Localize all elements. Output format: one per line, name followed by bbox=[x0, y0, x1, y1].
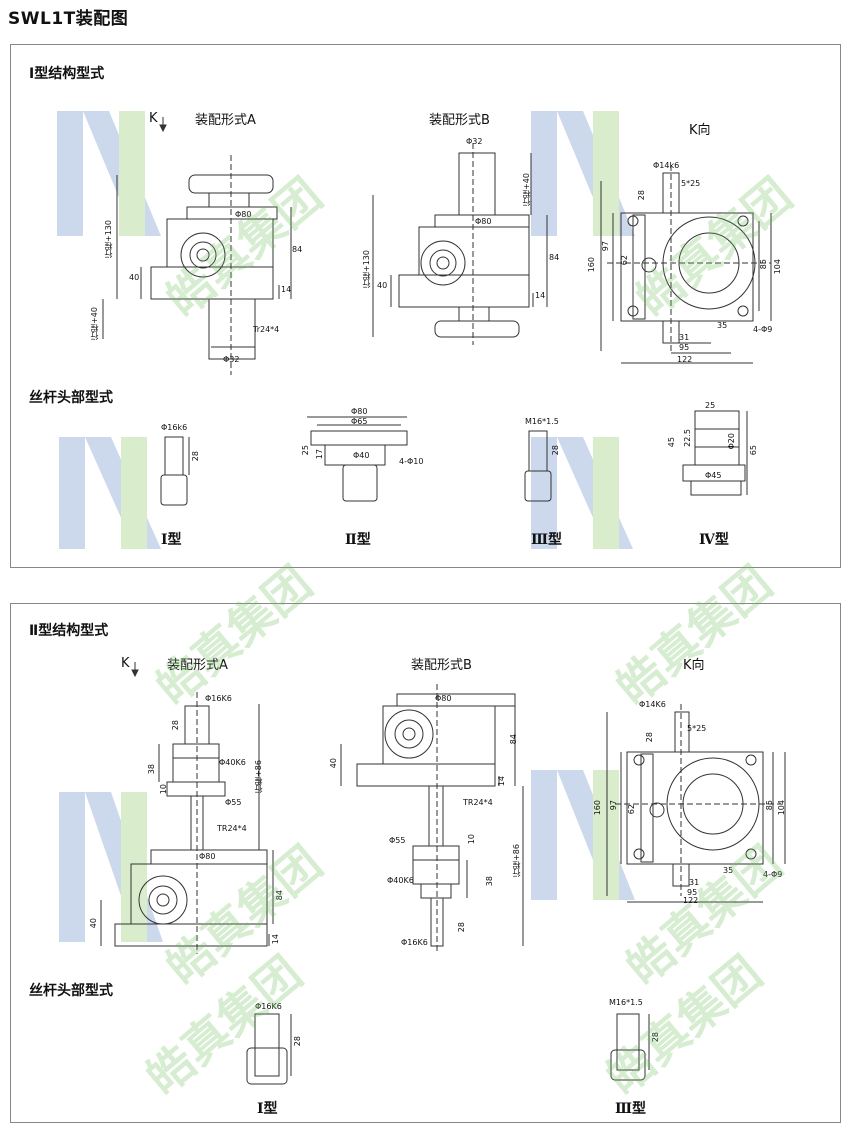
type1-b-dim-phi32: Φ32 bbox=[466, 137, 483, 146]
type2-head3-label: Ⅲ型 bbox=[615, 1101, 647, 1117]
type1-head4-dim-phi45: Φ45 bbox=[705, 471, 722, 480]
type1-head2-dim-4phi10: 4-Φ10 bbox=[399, 457, 424, 466]
type1-b-dim-84: 84 bbox=[549, 253, 560, 262]
type1-screw-title: 丝杆头部型式 bbox=[29, 390, 113, 406]
type1-head2-dim-phi80: Φ80 bbox=[351, 407, 368, 416]
type2-view-b-drawing bbox=[340, 684, 524, 954]
type1-section-title: Ⅰ型结构型式 bbox=[29, 66, 105, 82]
type2-b-dim-phi55: Φ55 bbox=[389, 836, 406, 845]
type1-view-a-drawing bbox=[102, 117, 292, 375]
type1-head3-label: Ⅲ型 bbox=[531, 532, 563, 548]
type2-k-dim-35: 35 bbox=[723, 866, 734, 875]
type1-k-dim-95: 95 bbox=[679, 343, 690, 352]
type2-head1-dim-28: 28 bbox=[293, 1036, 302, 1047]
type1-a-dim-14: 14 bbox=[281, 285, 292, 294]
type2-k-dim-5x25: 5*25 bbox=[687, 724, 707, 733]
type1-head4-dim-65: 65 bbox=[749, 445, 758, 456]
type1-k-dim-35: 35 bbox=[717, 321, 728, 330]
type1-panel: Ⅰ型结构型式 丝杆头部型式 K 装配形式A bbox=[10, 44, 841, 568]
type2-k-view-drawing bbox=[606, 704, 786, 903]
type1-head3-dim-m16: M16*1.5 bbox=[525, 417, 559, 426]
type2-heads-drawing bbox=[246, 1013, 650, 1085]
type2-a-dim-phi55: Φ55 bbox=[225, 798, 242, 807]
type1-k-arrow-label: K bbox=[149, 111, 158, 126]
type1-k-dim-4phi9: 4-Φ9 bbox=[753, 325, 773, 334]
type2-head3-dim-m16: M16*1.5 bbox=[609, 998, 643, 1007]
type1-head1-label: Ⅰ型 bbox=[161, 532, 182, 548]
type2-b-dim-phi16: Φ16K6 bbox=[401, 938, 428, 947]
type2-section-title: Ⅱ型结构型式 bbox=[29, 623, 109, 639]
type1-view-b-label: 装配形式B bbox=[429, 113, 490, 128]
type1-k-dim-31: 31 bbox=[679, 333, 690, 342]
type1-head4-dim-22p5: 22.5 bbox=[683, 429, 692, 447]
type1-head4-dim-phi20: Φ20 bbox=[727, 433, 736, 450]
type1-k-dim-phi14: Φ14k6 bbox=[653, 161, 680, 170]
type1-a-dim-tr24: Tr24*4 bbox=[253, 325, 280, 334]
type2-a-dim-phi16: Φ16K6 bbox=[205, 694, 232, 703]
type1-b-dim-40: 40 bbox=[377, 281, 388, 290]
type2-k-arrow-label: K bbox=[121, 656, 130, 671]
type2-head1-label: Ⅰ型 bbox=[257, 1101, 278, 1117]
type1-a-dim-phi32: Φ32 bbox=[223, 355, 240, 364]
type1-a-dim-40: 40 bbox=[129, 273, 140, 282]
type1-k-dim-5x25: 5*25 bbox=[681, 179, 701, 188]
type1-head4-dim-45: 45 bbox=[667, 437, 676, 448]
type1-head2-dim-17: 17 bbox=[315, 449, 324, 460]
type2-b-dim-tr24: TR24*4 bbox=[463, 798, 493, 807]
type2-panel: Ⅱ型结构型式 丝杆头部型式 K 装配形式A bbox=[10, 603, 841, 1123]
type1-view-a-label: 装配形式A bbox=[195, 113, 256, 128]
type1-head1-dim-28: 28 bbox=[191, 451, 200, 462]
type1-watermark-logos bbox=[57, 111, 635, 549]
type1-k-dim-122: 122 bbox=[677, 355, 693, 364]
type2-k-dim-95: 95 bbox=[687, 888, 698, 897]
type1-view-b-drawing bbox=[372, 143, 548, 345]
type1-b-dim-phi80: Φ80 bbox=[475, 217, 492, 226]
type2-k-dim-4phi9: 4-Φ9 bbox=[763, 870, 783, 879]
type1-head2-dim-phi40: Φ40 bbox=[353, 451, 370, 460]
type2-k-dim-122: 122 bbox=[683, 896, 699, 905]
type1-head2-dim-25: 25 bbox=[301, 445, 310, 456]
type2-k-dim-phi14: Φ14K6 bbox=[639, 700, 666, 709]
type1-head1-dim-phi16: Φ16k6 bbox=[161, 423, 188, 432]
type2-view-b-label: 装配形式B bbox=[411, 658, 472, 673]
type1-k-view-drawing bbox=[600, 165, 772, 364]
type2-head1-dim-phi16: Φ16K6 bbox=[255, 1002, 282, 1011]
type1-b-dim-14: 14 bbox=[535, 291, 546, 300]
type1-head2-dim-phi65: Φ65 bbox=[351, 417, 368, 426]
type1-head3-dim-28: 28 bbox=[551, 445, 560, 456]
type2-view-a-drawing bbox=[100, 662, 274, 954]
type2-b-dim-phi40: Φ40K6 bbox=[387, 876, 414, 885]
type1-head2-label: Ⅱ型 bbox=[345, 532, 371, 548]
type2-a-dim-phi40: Φ40K6 bbox=[219, 758, 246, 767]
type2-a-dim-tr24: TR24*4 bbox=[217, 824, 247, 833]
type1-head4-dim-25: 25 bbox=[705, 401, 716, 410]
page-title: SWL1T装配图 bbox=[8, 9, 129, 29]
type2-k-dim-31: 31 bbox=[689, 878, 700, 887]
type1-k-view-label: K向 bbox=[689, 123, 711, 138]
type1-heads-drawing bbox=[160, 410, 748, 506]
type1-a-dim-phi80: Φ80 bbox=[235, 210, 252, 219]
type2-watermark-logos bbox=[59, 770, 635, 942]
type2-head3-dim-28: 28 bbox=[651, 1032, 660, 1043]
type1-a-dim-84: 84 bbox=[292, 245, 303, 254]
type2-screw-title: 丝杆头部型式 bbox=[29, 983, 113, 999]
type2-a-dim-phi80: Φ80 bbox=[199, 852, 216, 861]
type1-head4-label: Ⅳ型 bbox=[699, 532, 729, 548]
type2-view-a-label: 装配形式A bbox=[167, 658, 228, 673]
type2-b-dim-phi80: Φ80 bbox=[435, 694, 452, 703]
type2-k-view-label: K向 bbox=[683, 658, 705, 673]
